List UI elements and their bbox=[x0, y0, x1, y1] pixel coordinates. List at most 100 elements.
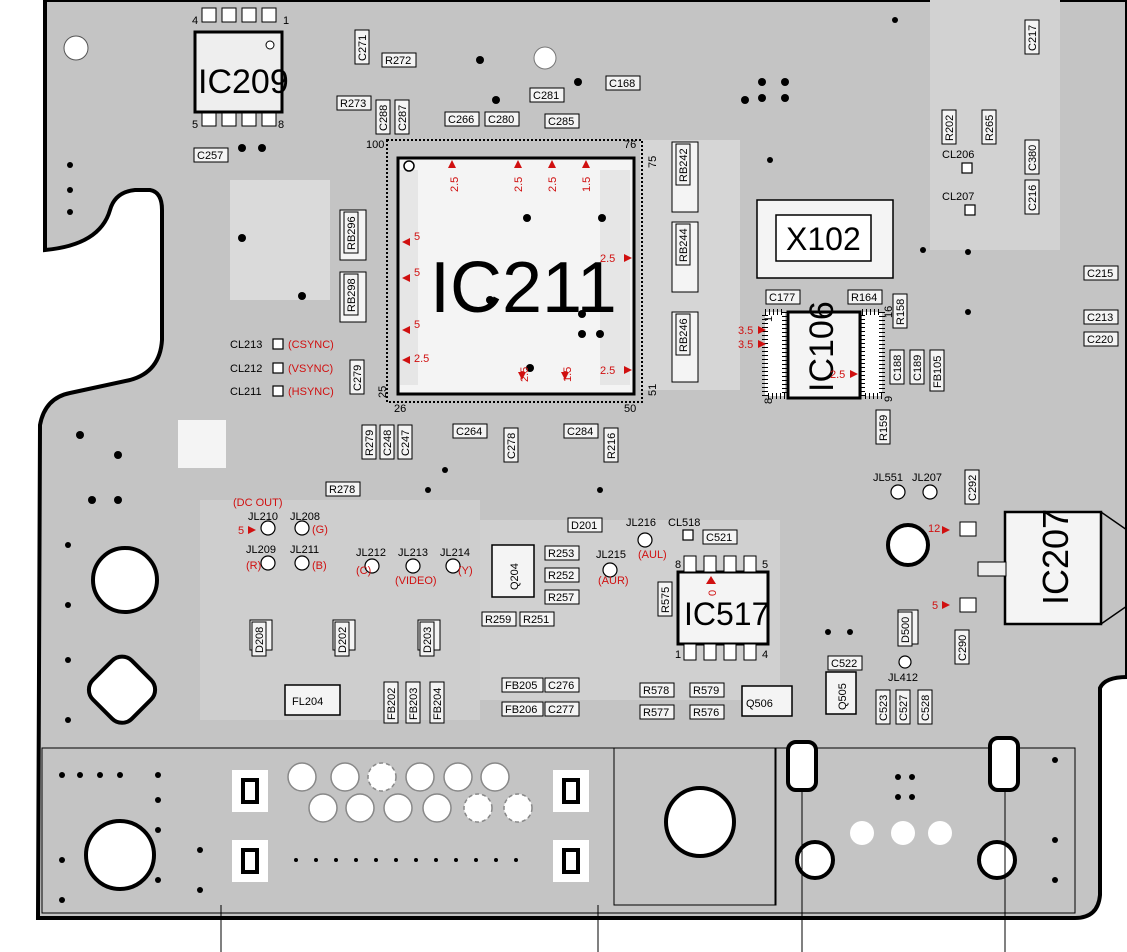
component-r579[interactable]: R579 bbox=[689, 682, 725, 698]
component-c264[interactable]: C264 bbox=[452, 423, 488, 439]
component-d202[interactable]: D202 bbox=[334, 621, 350, 657]
component-fb206[interactable]: FB206 bbox=[501, 701, 544, 717]
component-c217[interactable]: C217 bbox=[1024, 19, 1040, 55]
q204-part[interactable] bbox=[491, 544, 535, 598]
component-fb105[interactable]: FB105 bbox=[929, 349, 945, 392]
component-c177[interactable]: C177 bbox=[765, 289, 801, 305]
component-box bbox=[503, 427, 519, 463]
component-c523[interactable]: C523 bbox=[875, 689, 891, 725]
component-fb205[interactable]: FB205 bbox=[501, 677, 544, 693]
component-r202[interactable]: R202 bbox=[941, 109, 957, 145]
cl206-pad[interactable] bbox=[961, 162, 973, 174]
component-c287[interactable]: C287 bbox=[394, 99, 410, 135]
component-c527[interactable]: C527 bbox=[895, 689, 911, 725]
component-box bbox=[501, 701, 544, 717]
component-c188[interactable]: C188 bbox=[889, 349, 905, 385]
component-c284[interactable]: C284 bbox=[563, 423, 599, 439]
cl207-pad[interactable] bbox=[964, 204, 976, 216]
component-label: R253 bbox=[548, 548, 574, 560]
component-c285[interactable]: C285 bbox=[544, 113, 580, 129]
component-r576[interactable]: R576 bbox=[689, 704, 725, 720]
component-rb244[interactable]: RB244 bbox=[675, 223, 691, 266]
component-c248[interactable]: C248 bbox=[379, 424, 395, 460]
component-box bbox=[563, 423, 599, 439]
component-c292[interactable]: C292 bbox=[964, 469, 980, 505]
component-d208[interactable]: D208 bbox=[251, 621, 267, 657]
component-rb246[interactable]: RB246 bbox=[675, 313, 691, 356]
component-r259[interactable]: R259 bbox=[481, 611, 517, 627]
component-rb242[interactable]: RB242 bbox=[675, 143, 691, 186]
cl518-pad[interactable] bbox=[682, 529, 694, 541]
component-c271[interactable]: C271 bbox=[354, 29, 370, 65]
cl212-pad[interactable] bbox=[272, 362, 284, 374]
component-d203[interactable]: D203 bbox=[419, 621, 435, 657]
jl214-label: JL214 bbox=[440, 547, 470, 559]
component-r216[interactable]: R216 bbox=[603, 427, 619, 463]
component-c247[interactable]: C247 bbox=[397, 424, 413, 460]
component-c280[interactable]: C280 bbox=[484, 111, 520, 127]
component-c278[interactable]: C278 bbox=[503, 427, 519, 463]
component-d500[interactable]: D500 bbox=[897, 611, 913, 647]
component-r253[interactable]: R253 bbox=[544, 545, 580, 561]
fl204-part[interactable] bbox=[284, 684, 341, 716]
component-r251[interactable]: R251 bbox=[519, 611, 555, 627]
component-c266[interactable]: C266 bbox=[444, 111, 480, 127]
component-r575[interactable]: R575 bbox=[657, 581, 673, 617]
component-c213[interactable]: C213 bbox=[1083, 309, 1119, 325]
component-c189[interactable]: C189 bbox=[909, 349, 925, 385]
component-fb204[interactable]: FB204 bbox=[429, 681, 445, 724]
cl211-pad[interactable] bbox=[272, 385, 284, 397]
pin-number: 75 bbox=[647, 156, 659, 168]
component-label: R252 bbox=[548, 570, 574, 582]
component-c276[interactable]: C276 bbox=[544, 677, 580, 693]
component-r279[interactable]: R279 bbox=[361, 424, 377, 460]
component-c281[interactable]: C281 bbox=[529, 87, 565, 103]
component-c215[interactable]: C215 bbox=[1083, 265, 1119, 281]
component-fb203[interactable]: FB203 bbox=[405, 681, 421, 724]
component-r252[interactable]: R252 bbox=[544, 567, 580, 583]
component-label: R251 bbox=[523, 614, 549, 626]
component-fb202[interactable]: FB202 bbox=[383, 681, 399, 724]
connector-pad bbox=[562, 778, 580, 804]
component-c288[interactable]: C288 bbox=[375, 99, 391, 135]
component-c220[interactable]: C220 bbox=[1083, 331, 1119, 347]
cl213-pad[interactable] bbox=[272, 338, 284, 350]
component-d201[interactable]: D201 bbox=[567, 517, 603, 533]
component-label: C281 bbox=[533, 90, 559, 102]
component-r578[interactable]: R578 bbox=[639, 682, 675, 698]
component-c528[interactable]: C528 bbox=[917, 689, 933, 725]
ic209-chip[interactable] bbox=[193, 7, 284, 127]
x102-crystal[interactable] bbox=[756, 199, 894, 279]
ic106-chip[interactable] bbox=[762, 309, 885, 400]
ic517-chip[interactable] bbox=[676, 555, 770, 661]
component-box bbox=[405, 681, 421, 724]
component-r272[interactable]: R272 bbox=[381, 52, 417, 68]
component-c168[interactable]: C168 bbox=[605, 75, 641, 91]
component-c522[interactable]: C522 bbox=[827, 655, 863, 671]
component-c277[interactable]: C277 bbox=[544, 701, 580, 717]
component-r257[interactable]: R257 bbox=[544, 589, 580, 605]
component-c216[interactable]: C216 bbox=[1024, 179, 1040, 215]
component-c380[interactable]: C380 bbox=[1024, 139, 1040, 175]
component-rb298[interactable]: RB298 bbox=[343, 273, 359, 316]
connector-pins bbox=[287, 762, 533, 823]
component-rb296[interactable]: RB296 bbox=[343, 211, 359, 254]
component-r164[interactable]: R164 bbox=[847, 289, 883, 305]
component-r159[interactable]: R159 bbox=[875, 409, 891, 445]
component-box bbox=[354, 29, 370, 65]
q505-part[interactable] bbox=[825, 671, 857, 715]
component-c521[interactable]: C521 bbox=[702, 529, 738, 545]
component-box bbox=[675, 143, 691, 186]
component-r265[interactable]: R265 bbox=[981, 109, 997, 145]
component-r158[interactable]: R158 bbox=[892, 293, 908, 329]
q506-part[interactable] bbox=[741, 685, 793, 717]
component-c279[interactable]: C279 bbox=[349, 359, 365, 395]
component-c257[interactable]: C257 bbox=[193, 147, 229, 163]
component-r273[interactable]: R273 bbox=[336, 95, 372, 111]
component-r577[interactable]: R577 bbox=[639, 704, 675, 720]
component-c290[interactable]: C290 bbox=[954, 629, 970, 665]
ic207-chip[interactable] bbox=[959, 510, 1127, 626]
slot-hole bbox=[786, 740, 818, 792]
component-r278[interactable]: R278 bbox=[325, 481, 361, 497]
